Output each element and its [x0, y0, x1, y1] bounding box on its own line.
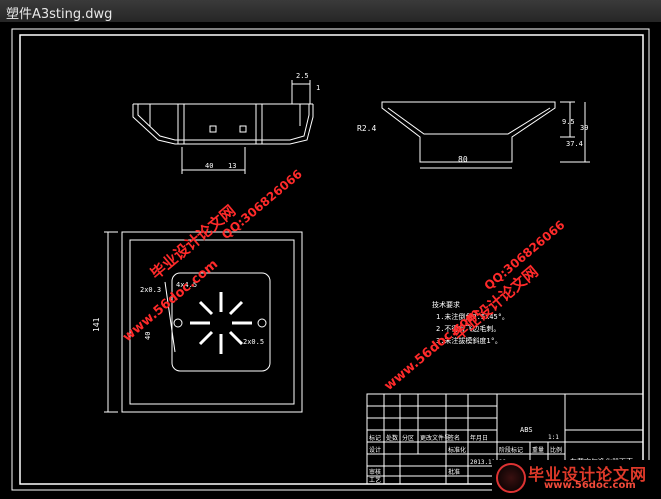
dim-side-radius: R2.4 [357, 124, 376, 133]
window-title: 塑件A3sting.dwg [6, 7, 113, 22]
tb-label-std: 标准化 [448, 446, 466, 454]
note-1: 1.未注倒角0.5x45°。 [436, 312, 509, 321]
tb-label-weight: 重量 [532, 446, 544, 454]
cad-canvas[interactable]: 2.5 1 40 13 R2.4 9.5 37.4 39 80 [0, 22, 661, 495]
watermarks: 毕业设计论文网 QQ:306826066 www.56doc.com www.5… [120, 167, 567, 394]
tb-label-stage: 阶段标记 [499, 446, 523, 454]
note-3: 3.未注拔模斜度1°。 [436, 336, 502, 345]
dim-plan-a: 40 [144, 332, 152, 340]
tb-scale: 1:1 [548, 434, 559, 441]
tb-date: 2013.11.28 [470, 459, 507, 466]
dim-side-h2: 37.4 [566, 140, 583, 148]
tb-label-design: 设计 [369, 446, 381, 454]
tb-label-date: 年月日 [470, 434, 488, 442]
logo-text: 毕业设计论文网 [528, 465, 648, 484]
dim-plan-overall: 141 [92, 317, 101, 332]
tb-label-ratio: 比例 [550, 446, 562, 454]
outer-frame [11, 28, 650, 491]
logo-emblem-icon [496, 463, 526, 493]
tb-label-approve: 批准 [448, 468, 460, 476]
dim-side-width: 80 [458, 155, 468, 164]
tb-material: ABS [520, 426, 533, 434]
tb-label-sign: 签名 [448, 434, 460, 442]
dim-plan-c: 2x0.5 [243, 338, 264, 346]
logo-url: www.56doc.com [544, 480, 636, 491]
dim-top-4: 13 [228, 162, 236, 170]
dim-plan-hole: 4x4.5 [176, 281, 197, 289]
dim-plan-b: 2x0.3 [140, 286, 161, 294]
title-bar: 塑件A3sting.dwg [0, 0, 661, 23]
dim-side-h3: 39 [580, 124, 588, 132]
wm-qq-1: QQ:306826066 [219, 167, 305, 242]
dim-top-2: 1 [316, 84, 320, 92]
dim-side-h1: 9.5 [562, 118, 575, 126]
tb-label-review: 审核 [369, 468, 381, 476]
plan-view [104, 231, 303, 413]
tb-label-doc: 更改文件号 [420, 434, 450, 442]
inner-frame [19, 34, 644, 485]
site-logo[interactable]: 毕业设计论文网 www.56doc.com [492, 460, 661, 495]
tb-label-zone: 分区 [402, 434, 414, 442]
tb-label-count: 处数 [386, 434, 398, 442]
dim-top-3: 40 [205, 162, 213, 170]
tb-label-mark: 标记 [369, 434, 381, 442]
tb-label-craft: 工艺 [369, 476, 381, 484]
dim-top-1: 2.5 [296, 72, 309, 80]
note-2: 2.不得有飞边毛刺。 [436, 324, 500, 333]
note-title: 技术要求 [432, 300, 460, 309]
drawing-svg: 2.5 1 40 13 R2.4 9.5 37.4 39 80 [11, 28, 650, 491]
wm-site-cn-1: 毕业设计论文网 [147, 202, 239, 283]
side-section-view [381, 101, 590, 169]
front-section-view [132, 80, 314, 174]
